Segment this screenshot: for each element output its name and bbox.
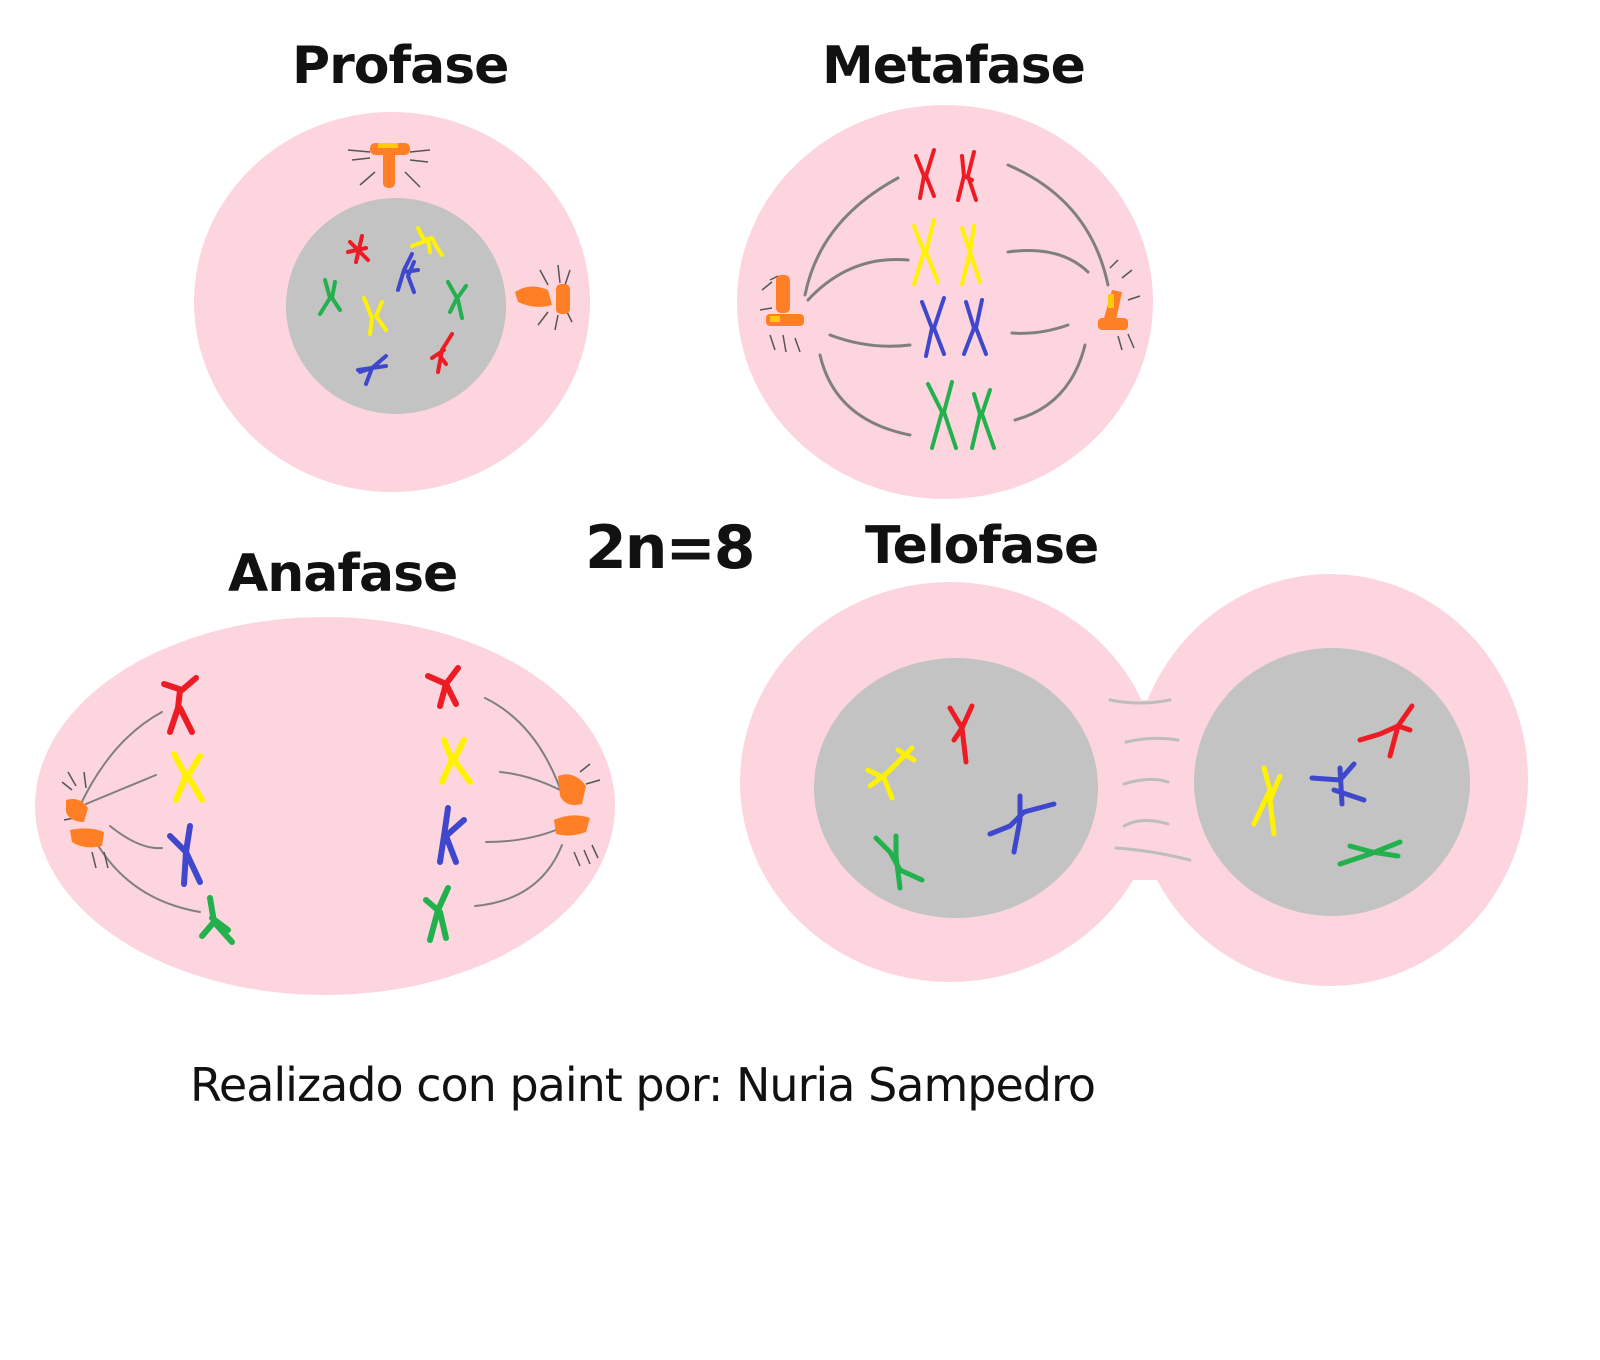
chromosome-blue	[987, 793, 1057, 855]
chromosome-blue	[167, 823, 203, 887]
anafase-cell	[35, 617, 615, 995]
telofase-spindle-remnant	[1108, 698, 1192, 862]
ploidy-label: 2n=8	[585, 513, 755, 583]
chromosome-blue	[437, 805, 467, 865]
chromosome-yellow	[1251, 765, 1283, 837]
metafase-cytoplasm	[737, 105, 1153, 499]
chromosome-yellow	[362, 296, 388, 336]
author-credit: Realizado con paint por: Nuria Sampedro	[190, 1058, 1096, 1112]
chromosome-red	[346, 234, 370, 264]
metafase-centrosome-left	[759, 275, 804, 353]
chromosome-green	[423, 885, 451, 943]
chromosome-green	[873, 833, 925, 891]
chromosome-pair-yellow	[912, 218, 982, 286]
chromosome-pair-red	[914, 148, 978, 202]
telofase-bridge	[1095, 700, 1195, 880]
chromosome-yellow	[410, 226, 444, 257]
chromosome-red	[425, 665, 461, 709]
profase-cell	[194, 112, 590, 492]
chromosome-yellow	[171, 751, 205, 803]
chromosome-green	[446, 280, 468, 320]
chromosome-green	[1337, 839, 1403, 867]
anafase-centrosome-right	[554, 763, 601, 867]
chromosome-yellow	[865, 745, 917, 801]
metafase-spindle	[803, 163, 1110, 437]
chromosome-red	[1357, 703, 1415, 759]
telofase-nucleus-right	[1194, 648, 1470, 916]
chromosome-blue	[396, 252, 420, 294]
profase-centrosome-top	[347, 143, 431, 188]
anafase-cytoplasm	[35, 617, 615, 995]
metafase-centrosome-right	[1098, 259, 1141, 351]
chromosome-green	[318, 278, 342, 316]
chromosome-blue	[1309, 761, 1367, 807]
metafase-title: Metafase	[822, 36, 1086, 96]
anafase-title: Anafase	[228, 544, 458, 604]
profase-centrosome-right	[515, 264, 573, 331]
chromosome-pair-blue	[920, 296, 988, 358]
chromosome-pair-green	[926, 380, 996, 450]
profase-title: Profase	[292, 36, 509, 96]
chromosome-red	[430, 332, 454, 374]
telofase-cells	[740, 574, 1528, 986]
chromosome-yellow	[439, 737, 473, 785]
anafase-centrosome-left	[61, 771, 109, 869]
metafase-cell	[737, 105, 1153, 499]
chromosome-red	[947, 703, 975, 765]
profase-nucleus	[286, 198, 506, 414]
chromosome-green	[199, 895, 235, 945]
telofase-title: Telofase	[865, 516, 1099, 576]
chromosome-red	[161, 675, 199, 735]
telofase-nucleus-left	[814, 658, 1098, 918]
chromosome-blue	[356, 354, 388, 386]
